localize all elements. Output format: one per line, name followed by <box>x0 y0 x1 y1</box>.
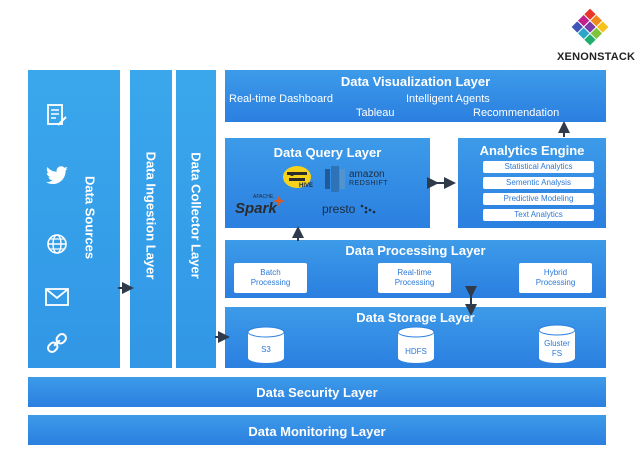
database-icon <box>397 326 435 363</box>
presto-label: presto <box>322 202 356 216</box>
data-security-title: Data Security Layer <box>256 385 378 400</box>
data-query-title: Data Query Layer <box>273 145 382 160</box>
data-storage-title: Data Storage Layer <box>356 310 475 325</box>
data-query-panel: Data Query Layer HIVE amazon REDSHIFT AP… <box>225 138 430 228</box>
redshift-logo: amazon REDSHIFT <box>325 166 395 196</box>
data-visualization-panel: Data Visualization Layer Real-time Dashb… <box>225 70 606 122</box>
data-monitoring-title: Data Monitoring Layer <box>248 424 386 439</box>
storage-item-s3: S3 <box>261 345 271 354</box>
brand-name: XENONSTACK <box>557 51 636 63</box>
spark-logo: APACHE Spark <box>233 194 289 222</box>
hive-label: HIVE <box>299 183 314 189</box>
viz-item-recommendation: Recommendation <box>473 107 560 119</box>
processing-item-realtime: Real-time Processing <box>378 263 451 293</box>
data-sources-panel: Data Sources <box>28 70 120 368</box>
spark-small-label: APACHE <box>253 194 274 200</box>
data-visualization-title: Data Visualization Layer <box>340 74 491 89</box>
data-ingestion-panel: Data Ingestion Layer <box>130 70 172 368</box>
data-storage-panel: Data Storage Layer S3 HDFS Gluster FS <box>225 307 606 368</box>
database-icon <box>247 326 285 363</box>
viz-item-tableau: Tableau <box>356 107 395 119</box>
processing-item-batch: Batch Processing <box>234 263 307 293</box>
redshift-label-top: amazon <box>349 169 385 180</box>
twitter-icon <box>45 166 68 184</box>
spark-star-icon <box>273 195 285 207</box>
storage-item-hdfs: HDFS <box>405 347 427 356</box>
data-processing-title: Data Processing Layer <box>345 243 486 258</box>
storage-s3-cylinder: S3 <box>247 326 285 364</box>
database-icon <box>538 324 576 363</box>
redshift-label-bottom: REDSHIFT <box>349 180 388 187</box>
storage-item-glusterfs: Gluster FS <box>544 339 570 358</box>
analytics-item-statistical: Statistical Analytics <box>483 161 594 173</box>
document-icon <box>47 104 67 126</box>
viz-item-realtime-dashboard: Real-time Dashboard <box>229 93 333 105</box>
data-collector-panel: Data Collector Layer <box>176 70 216 368</box>
data-processing-panel: Data Processing Layer Batch Processing R… <box>225 240 606 298</box>
analytics-item-text: Text Analytics <box>483 209 594 221</box>
xenonstack-logo-mark <box>571 8 609 46</box>
storage-glusterfs-cylinder: Gluster FS <box>538 324 576 364</box>
data-security-panel: Data Security Layer <box>28 377 606 407</box>
viz-item-intelligent-agents: Intelligent Agents <box>406 93 490 105</box>
hive-logo: HIVE <box>277 162 317 196</box>
data-monitoring-panel: Data Monitoring Layer <box>28 415 606 445</box>
analytics-item-semantic: Sementic Analysis <box>483 177 594 189</box>
link-icon <box>47 333 67 353</box>
redshift-icon <box>325 166 345 192</box>
xenonstack-logo: XENONSTACK <box>555 6 635 64</box>
presto-dots-icon <box>360 204 376 214</box>
globe-icon <box>47 234 67 254</box>
mail-icon <box>45 288 69 306</box>
analytics-engine-title: Analytics Engine <box>479 143 585 158</box>
analytics-item-predictive: Predictive Modeling <box>483 193 594 205</box>
analytics-engine-panel: Analytics Engine Statistical Analytics S… <box>458 138 606 228</box>
storage-hdfs-cylinder: HDFS <box>397 326 435 364</box>
spark-label: Spark <box>235 200 277 217</box>
presto-logo: presto <box>322 202 382 220</box>
hive-bee-icon <box>283 166 311 188</box>
processing-item-hybrid: Hybrid Processing <box>519 263 592 293</box>
